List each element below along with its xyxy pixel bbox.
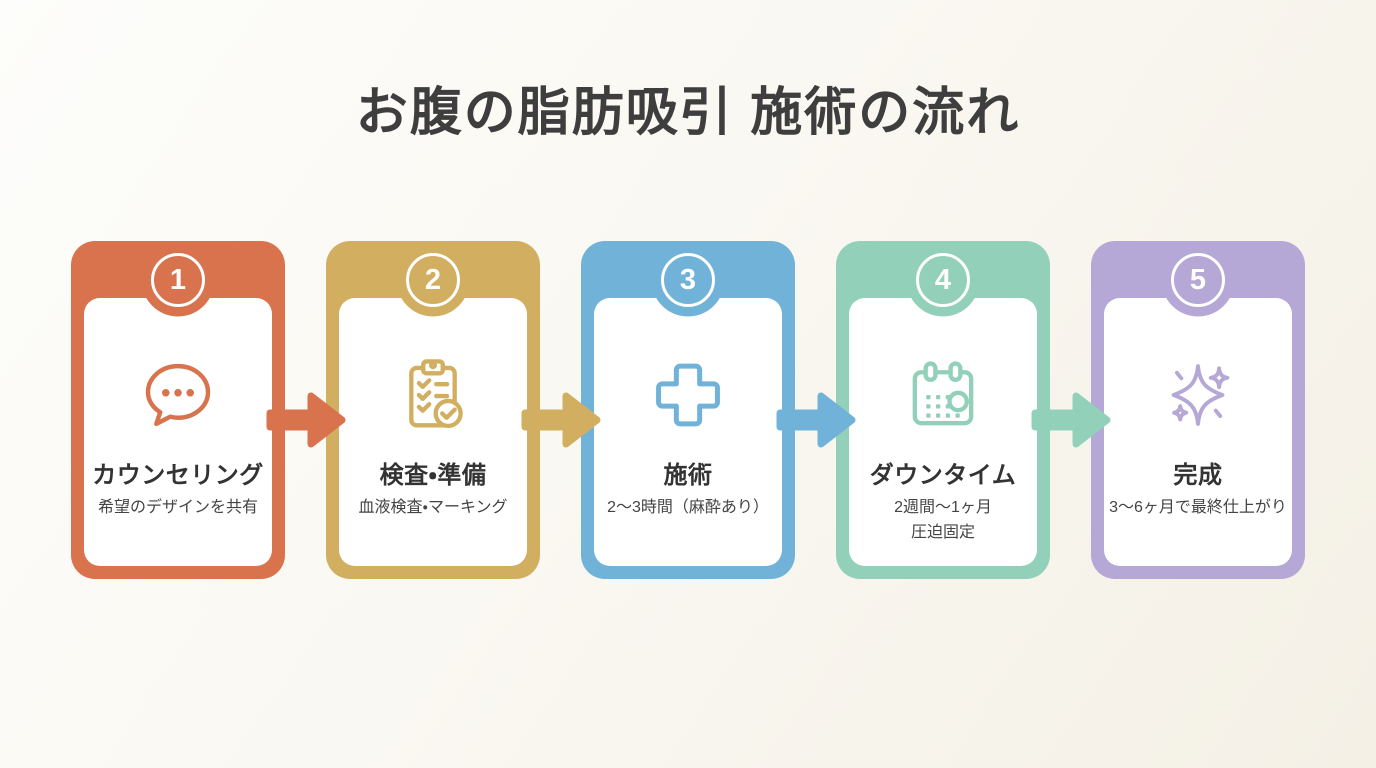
step-description: 2週間〜1ヶ月 圧迫固定: [894, 499, 992, 541]
step-label: 検査・準備: [379, 462, 487, 489]
step-card-counseling: 1 カウンセリング 希望のデザインを共有: [71, 241, 285, 579]
step-label: ダウンタイム: [869, 462, 1017, 489]
step-description: 希望のデザインを共有: [97, 499, 258, 516]
process-flow: 1 カウンセリング 希望のデザインを共有: [0, 241, 1376, 579]
step-number-badge: 5: [1171, 253, 1225, 307]
step-number: 1: [169, 263, 187, 296]
step-number-badge: 2: [406, 253, 460, 307]
sparkles-icon: [1158, 348, 1238, 442]
card-body: 検査・準備 血液検査・マーキング: [339, 298, 527, 566]
step-number: 5: [1189, 263, 1207, 296]
step-number: 4: [934, 263, 952, 296]
step-description: 3〜6ヶ月で最終仕上がり: [1109, 499, 1287, 516]
clipboard-checklist-icon: [394, 348, 472, 442]
step-description: 2〜3時間（麻酔あり）: [607, 499, 769, 516]
card-body: 施術 2〜3時間（麻酔あり）: [594, 298, 782, 566]
card-body: カウンセリング 希望のデザインを共有: [84, 298, 272, 566]
flow-arrow-icon: [776, 241, 855, 579]
card-body: ダウンタイム 2週間〜1ヶ月 圧迫固定: [849, 298, 1037, 566]
medical-cross-icon: [648, 348, 728, 442]
step-number-badge: 4: [916, 253, 970, 307]
step-number: 3: [679, 263, 697, 296]
flow-arrow-icon: [1031, 241, 1110, 579]
flow-arrow-icon: [521, 241, 600, 579]
step-card-completion: 5 完成 3〜6ヶ月で最終仕上がり: [1091, 241, 1305, 579]
infographic-canvas: お腹の脂肪吸引 施術の流れ 1 カウンセリング 希望のデザインを共有: [0, 70, 1376, 768]
step-card-examination: 2 検査・準備: [326, 241, 540, 579]
step-number: 2: [424, 263, 442, 296]
page-title: お腹の脂肪吸引 施術の流れ: [355, 84, 1021, 142]
step-number-badge: 1: [151, 253, 205, 307]
step-label: カウンセリング: [92, 462, 264, 489]
step-number-badge: 3: [661, 253, 715, 307]
card-body: 完成 3〜6ヶ月で最終仕上がり: [1104, 298, 1292, 566]
step-description: 血液検査・マーキング: [358, 499, 508, 516]
speech-bubble-icon: [138, 348, 218, 442]
calendar-icon: [904, 348, 982, 442]
step-label: 施術: [663, 462, 713, 489]
flow-arrow-icon: [266, 241, 345, 579]
step-card-procedure: 3 施術 2〜3時間（麻酔あり）: [581, 241, 795, 579]
step-card-downtime: 4: [836, 241, 1050, 579]
step-label: 完成: [1173, 462, 1223, 489]
